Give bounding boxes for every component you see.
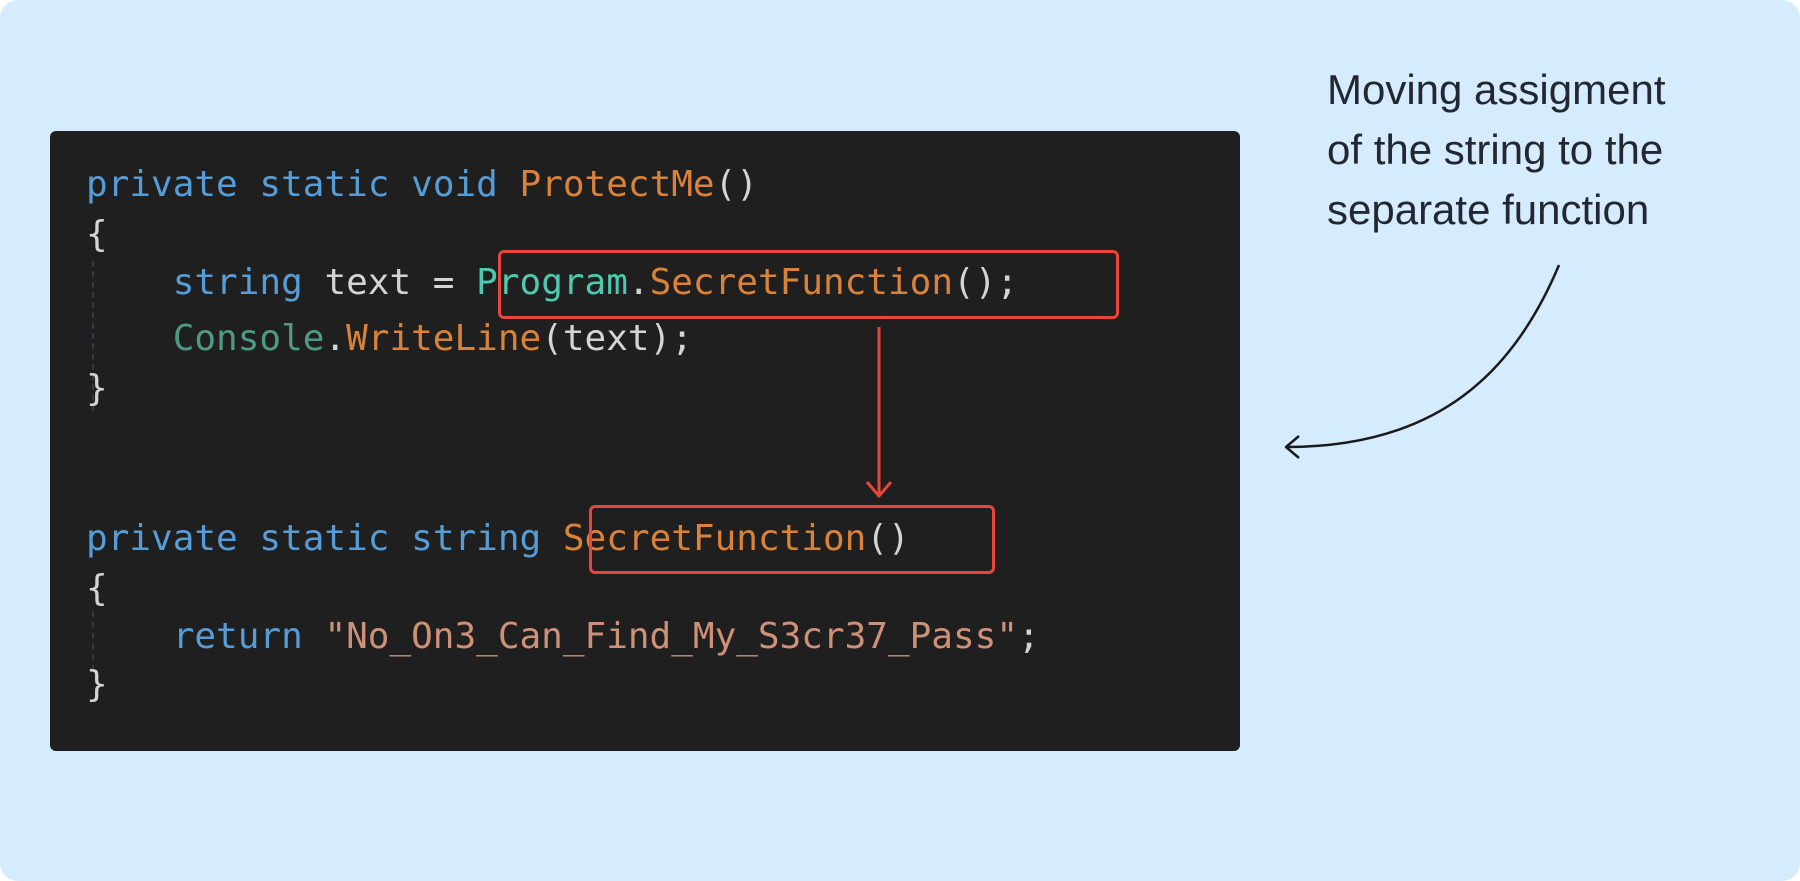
punctuation: () bbox=[866, 518, 910, 559]
punctuation: () bbox=[714, 164, 758, 205]
red-down-arrow bbox=[865, 327, 893, 498]
brace: { bbox=[86, 568, 108, 609]
function-name: SecretFunction bbox=[562, 518, 867, 559]
punctuation: ; bbox=[1018, 616, 1040, 657]
function-name: SecretFunction bbox=[649, 262, 954, 303]
code-line-4: Console.WriteLine(text); bbox=[86, 317, 693, 361]
punctuation: (text); bbox=[541, 318, 693, 359]
code-line-6: private static string SecretFunction() bbox=[86, 517, 910, 561]
annotation-line: separate function bbox=[1327, 186, 1650, 233]
indent-guide bbox=[92, 261, 94, 411]
code-line-5: } bbox=[86, 367, 108, 411]
keyword: string bbox=[411, 518, 542, 559]
class-name: Console bbox=[172, 318, 325, 359]
keyword: private bbox=[86, 164, 238, 205]
highlight-call-box bbox=[498, 250, 1119, 319]
highlight-definition-box bbox=[589, 505, 995, 574]
code-snippet: private static void ProtectMe() { string… bbox=[50, 131, 1240, 751]
indent-guide bbox=[92, 611, 94, 671]
string-literal: "No_On3_Can_Find_My_S3cr37_Pass" bbox=[324, 616, 1018, 657]
annotation-line: of the string to the bbox=[1327, 126, 1664, 173]
keyword: static bbox=[259, 518, 390, 559]
variable: text = bbox=[324, 262, 455, 303]
code-line-2: { bbox=[86, 213, 108, 257]
keyword: static bbox=[259, 164, 390, 205]
code-line-1: private static void ProtectMe() bbox=[86, 163, 758, 207]
punctuation: . bbox=[627, 262, 650, 303]
brace: } bbox=[86, 368, 108, 409]
code-line-3: string text = Program.SecretFunction(); bbox=[86, 261, 1018, 305]
annotation-text: Moving assigment of the string to the se… bbox=[1327, 60, 1767, 240]
curved-arrow bbox=[1284, 264, 1561, 459]
code-line-9: } bbox=[86, 663, 108, 707]
keyword: string bbox=[172, 262, 303, 303]
brace: } bbox=[86, 664, 108, 705]
class-name: Program bbox=[476, 262, 628, 303]
punctuation: . bbox=[324, 318, 347, 359]
keyword: private bbox=[86, 518, 238, 559]
keyword: return bbox=[172, 616, 303, 657]
annotation-line: Moving assigment bbox=[1327, 66, 1666, 113]
function-name: ProtectMe bbox=[519, 164, 715, 205]
code-line-7: { bbox=[86, 567, 108, 611]
code-line-8: return "No_On3_Can_Find_My_S3cr37_Pass"; bbox=[86, 615, 1040, 659]
punctuation: (); bbox=[953, 262, 1019, 303]
brace: { bbox=[86, 214, 108, 255]
function-name: WriteLine bbox=[346, 318, 542, 359]
keyword: void bbox=[411, 164, 498, 205]
